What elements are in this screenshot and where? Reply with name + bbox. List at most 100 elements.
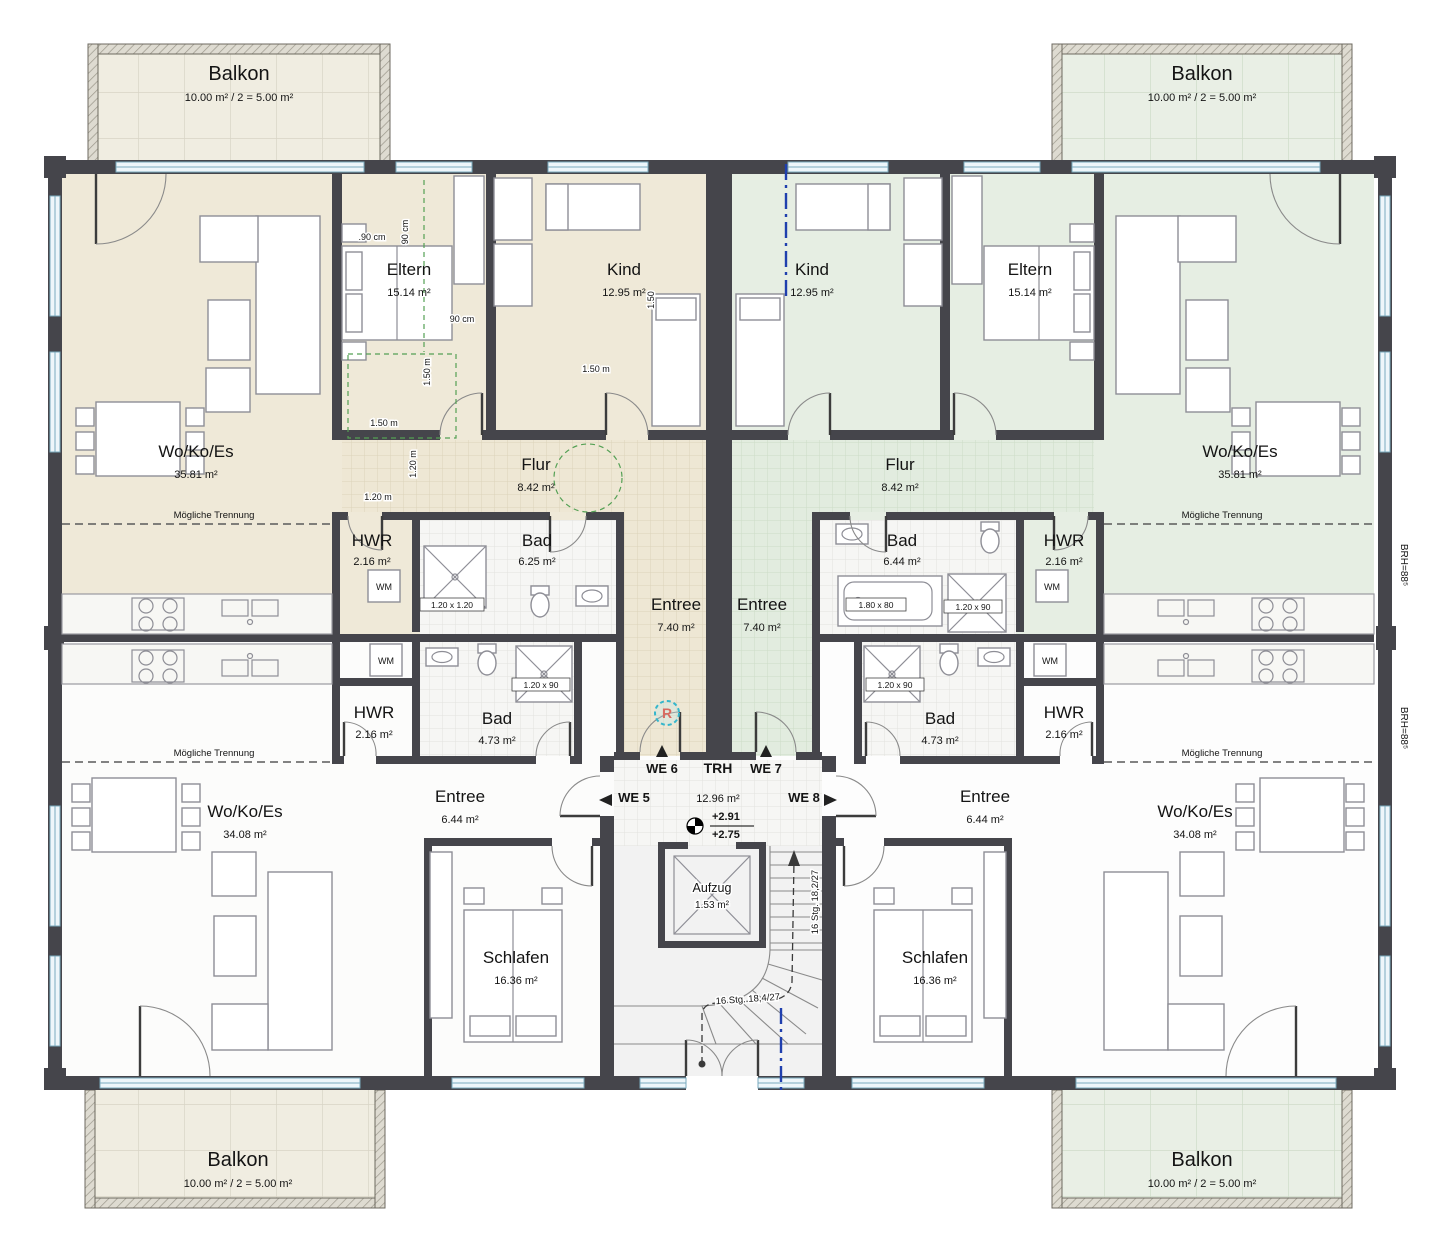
washing-machine <box>1035 569 1069 603</box>
room-area-trh: 12.96 m² <box>696 793 740 805</box>
we7-door-arrow <box>760 745 772 757</box>
window <box>547 161 649 173</box>
door-schlafen-left <box>551 845 594 887</box>
room-name-ur-flur: Flur <box>885 455 915 474</box>
room-name-aufzug: Aufzug <box>693 881 732 895</box>
room-area-ll-schlafen: 16.36 m² <box>494 975 538 987</box>
bedroom-eltern-right <box>951 175 1095 361</box>
bath-lower-right <box>863 643 1067 703</box>
annotation-graphics <box>62 164 1374 1092</box>
balcony-top-right <box>1051 43 1353 163</box>
shower-label-ur: 1.20 x 90 <box>956 602 991 612</box>
room-area-ll-wokoes: 34.08 m² <box>223 829 267 841</box>
room-name-ll-wokoes: Wo/Ko/Es <box>207 802 282 821</box>
window <box>1075 1077 1337 1089</box>
room-area-ll-entree: 6.44 m² <box>441 814 479 826</box>
door-bad-upper-left <box>548 515 587 553</box>
wm-label-ll: WM <box>378 656 394 666</box>
window <box>451 1077 585 1089</box>
room-area-lr-wokoes: 34.08 m² <box>1173 829 1217 841</box>
windows <box>49 161 1391 1089</box>
room-area-lr-entree: 6.44 m² <box>966 814 1004 826</box>
living-lower-right <box>1103 777 1365 1051</box>
tub-label-ur: 1.80 x 80 <box>859 600 894 610</box>
room-area-ur-kind: 12.95 m² <box>790 287 834 299</box>
room-area-ur-flur: 8.42 m² <box>881 482 919 494</box>
door-we7 <box>754 711 797 753</box>
wm-label-ur: WM <box>1044 582 1060 592</box>
room-name-ur-kind: Kind <box>795 260 829 279</box>
door-schlafen-right <box>842 845 885 887</box>
window <box>49 805 61 927</box>
window <box>49 955 61 1047</box>
room-area-ul-eltern: 15.14 m² <box>387 287 431 299</box>
room-name-ur-wokoes: Wo/Ko/Es <box>1202 442 1277 461</box>
window <box>99 1077 361 1089</box>
bedroom-schlafen-left <box>429 851 563 1043</box>
door-balcony-top-left <box>94 173 167 245</box>
wm-label-lr: WM <box>1042 656 1058 666</box>
shower-label-lr: 1.20 x 90 <box>878 680 913 690</box>
room-area-lr-bad: 4.73 m² <box>921 735 959 747</box>
kitchen-upper-right <box>1103 593 1375 635</box>
kitchen-lower-left <box>61 643 333 685</box>
bedroom-schlafen-right <box>873 851 1007 1043</box>
kitchen-lower-right <box>1103 643 1375 685</box>
level-marker <box>686 817 754 835</box>
level-upper: +2.91 <box>712 811 740 823</box>
door-balcony-bottom-left <box>138 1005 211 1077</box>
balcony-floor <box>98 54 380 162</box>
room-area-ul-entree: 7.40 m² <box>657 622 695 634</box>
level-lower: +2.75 <box>712 829 740 841</box>
door-kind-left <box>604 392 649 436</box>
room-name-ur-bad: Bad <box>887 531 917 550</box>
door-balcony-bottom-right <box>1225 1005 1298 1077</box>
r-symbol: R <box>662 705 672 721</box>
dim-90cm-b: 90 cm <box>400 220 410 245</box>
shower-label-ul: 1.20 x 1.20 <box>431 600 473 610</box>
room-name-ur-eltern: Eltern <box>1008 260 1052 279</box>
r-circle <box>654 700 680 726</box>
label-box <box>845 597 907 612</box>
door-bad-upper-right <box>849 515 888 553</box>
dim-150-c: 1.50 <box>646 291 656 309</box>
door-hwr-lower-right <box>1059 721 1094 757</box>
bath-upper-right <box>835 521 1069 633</box>
walkline-arrow <box>788 850 800 866</box>
room-area-ul-hwr: 2.16 m² <box>353 556 391 568</box>
window <box>1379 195 1391 317</box>
room-area-ll-bad: 4.73 m² <box>478 735 516 747</box>
room-area-ul-kind: 12.95 m² <box>602 287 646 299</box>
window <box>963 161 1041 173</box>
brh-label-2: BRH=88⁵ <box>1398 707 1409 749</box>
room-name-ll-entree: Entree <box>435 787 485 806</box>
unit-label-we5: WE 5 <box>618 790 650 805</box>
door-kind-right <box>787 392 832 436</box>
window <box>787 161 889 173</box>
room-name-ll-bad: Bad <box>482 709 512 728</box>
brh-label-1: BRH=88⁵ <box>1398 544 1409 586</box>
we5-arrow <box>599 794 612 806</box>
room-area-ul-wokoes: 35.81 m² <box>174 469 218 481</box>
labels: Balkon 10.00 m² / 2 = 5.00 m² Balkon 10.… <box>158 63 1409 1190</box>
trennung-label-ul: Mögliche Trennung <box>174 510 255 521</box>
room-name-lr-wokoes: Wo/Ko/Es <box>1157 802 1232 821</box>
stairs <box>614 846 823 1068</box>
clearance-circle <box>553 443 623 513</box>
balcony-top-left <box>87 43 391 163</box>
dim-150m-b: 1.50 m <box>370 418 398 428</box>
balcony-bottom-left <box>84 1089 386 1209</box>
bedroom-kind-right <box>735 177 943 427</box>
window <box>115 161 365 173</box>
balcony-floor <box>1062 54 1342 162</box>
kitchen-upper-left <box>61 593 333 635</box>
washing-machine <box>1033 643 1067 677</box>
elevator-car <box>673 855 751 935</box>
living-upper-left <box>75 215 321 477</box>
balcony-name-top-left: Balkon <box>208 63 269 85</box>
we6-door-arrow <box>656 745 668 757</box>
room-name-ul-wokoes: Wo/Ko/Es <box>158 442 233 461</box>
dim-150m-a: 1.50 m <box>422 358 432 386</box>
door-we5 <box>559 775 601 818</box>
label-box <box>511 677 571 692</box>
